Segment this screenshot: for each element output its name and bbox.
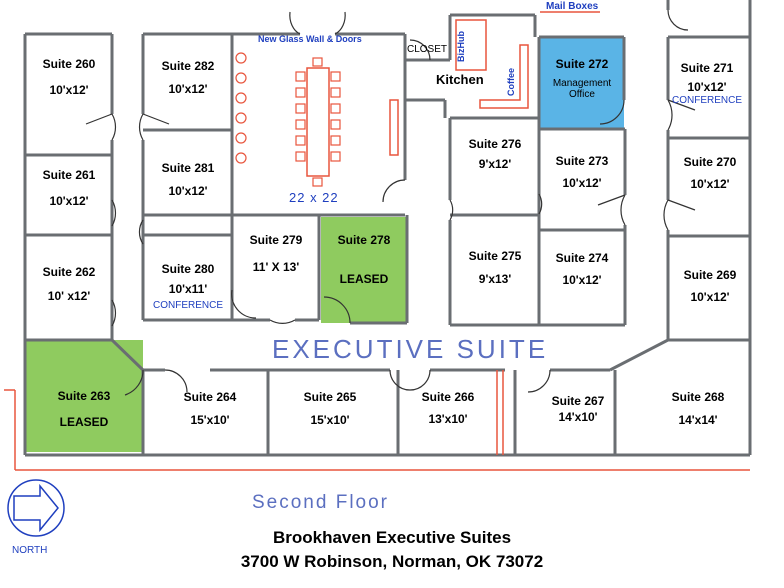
suite-274-name: Suite 274	[555, 251, 609, 265]
suite-268[interactable]: Suite 268 14'x14'	[648, 390, 748, 428]
suite-264[interactable]: Suite 264 15'x10'	[160, 390, 260, 428]
suite-276[interactable]: Suite 276 9'x12'	[452, 137, 538, 172]
suite-271-name: Suite 271	[680, 61, 734, 75]
suite-268-name: Suite 268	[671, 390, 725, 404]
suite-269-dim: 10'x12'	[690, 289, 730, 304]
north-label: NORTH	[12, 545, 48, 556]
suite-265[interactable]: Suite 265 15'x10'	[280, 390, 380, 428]
suite-280-note: CONFERENCE	[152, 299, 223, 311]
suite-272[interactable]: Suite 272 Management Office	[540, 57, 624, 101]
glass-wall-label: New Glass Wall & Doors	[258, 34, 362, 44]
suite-281-name: Suite 281	[161, 161, 215, 175]
suite-261[interactable]: Suite 261 10'x12'	[30, 168, 108, 209]
suite-282[interactable]: Suite 282 10'x12'	[146, 59, 230, 97]
suite-270[interactable]: Suite 270 10'x12'	[670, 155, 750, 192]
suite-262-dim: 10' x12'	[47, 288, 91, 303]
suite-272-note: Management Office	[552, 77, 612, 101]
building-name: Brookhaven Executive Suites	[272, 528, 512, 547]
suite-263-fill[interactable]	[25, 340, 143, 452]
conference-chairs	[235, 52, 341, 187]
bizhub-copier	[455, 19, 487, 71]
conference-table	[306, 67, 330, 177]
suite-271[interactable]: Suite 271 10'x12' CONFERENCE	[666, 61, 748, 106]
suite-269[interactable]: Suite 269 10'x12'	[670, 268, 750, 305]
suite-271-dim: 10'x12'	[687, 79, 727, 94]
suite-264-name: Suite 264	[183, 390, 237, 404]
suite-261-name: Suite 261	[42, 168, 96, 182]
suite-282-dim: 10'x12'	[168, 81, 208, 96]
suite-274[interactable]: Suite 274 10'x12'	[540, 251, 624, 288]
suite-260-name: Suite 260	[42, 57, 96, 71]
building-address: 3700 W Robinson, Norman, OK 73072	[240, 552, 544, 571]
suite-270-name: Suite 270	[683, 155, 737, 169]
suite-270-dim: 10'x12'	[690, 176, 730, 191]
suite-282-name: Suite 282	[161, 59, 215, 73]
floor-label: Second Floor	[252, 492, 390, 513]
suite-278-fill[interactable]	[321, 217, 407, 323]
suite-261-dim: 10'x12'	[49, 193, 89, 208]
suite-264-dim: 15'x10'	[190, 412, 230, 427]
suite-273[interactable]: Suite 273 10'x12'	[540, 154, 624, 191]
suite-275-name: Suite 275	[468, 249, 522, 263]
suite-275-dim: 9'x13'	[478, 271, 512, 286]
suite-276-dim: 9'x12'	[478, 156, 512, 171]
suite-266-name: Suite 266	[421, 390, 475, 404]
suite-265-name: Suite 265	[303, 390, 357, 404]
suite-266[interactable]: Suite 266 13'x10'	[400, 390, 496, 427]
suite-273-dim: 10'x12'	[562, 175, 602, 190]
suite-280[interactable]: Suite 280 10'x11' CONFERENCE	[146, 262, 230, 311]
closet-label: CLOSET	[407, 44, 448, 55]
kitchen-label: Kitchen	[436, 72, 484, 87]
suite-281[interactable]: Suite 281 10'x12'	[146, 161, 230, 199]
suite-265-dim: 15'x10'	[310, 412, 350, 427]
suite-262-name: Suite 262	[42, 265, 96, 279]
suite-272-name: Suite 272	[555, 57, 609, 71]
coffee-label: Coffee	[506, 67, 516, 96]
suite-274-dim: 10'x12'	[562, 272, 602, 287]
doors	[85, 9, 696, 396]
suite-267-name: Suite 267	[551, 394, 605, 408]
suite-260-dim: 10'x12'	[49, 82, 89, 97]
suite-260[interactable]: Suite 260 10'x12'	[30, 57, 108, 98]
suite-266-dim: 13'x10'	[428, 411, 468, 426]
north-arrow	[7, 479, 65, 537]
suite-272-fill[interactable]	[539, 37, 624, 129]
bizhub-label: BizHub	[456, 31, 466, 62]
conference-room-dim: 22 x 22	[289, 190, 339, 205]
suite-268-dim: 14'x14'	[678, 412, 718, 427]
suite-273-name: Suite 273	[555, 154, 609, 168]
suite-263-status: LEASED	[59, 414, 109, 429]
credenza	[389, 99, 399, 156]
suite-281-dim: 10'x12'	[168, 183, 208, 198]
mailboxes-label: Mail Boxes	[546, 1, 599, 12]
suite-276-name: Suite 276	[468, 137, 522, 151]
suite-262[interactable]: Suite 262 10' x12'	[30, 265, 108, 304]
suite-280-dim: 10'x11'	[168, 281, 208, 296]
suite-267[interactable]: Suite 267 14'x10'	[530, 394, 626, 425]
suite-279[interactable]: Suite 279 11' X 13'	[234, 233, 318, 275]
suite-279-name: Suite 279	[249, 233, 303, 247]
walls	[23, 0, 752, 457]
suite-279-dim: 11' X 13'	[252, 259, 300, 274]
suite-269-name: Suite 269	[683, 268, 737, 282]
suite-271-note: CONFERENCE	[671, 94, 742, 106]
suite-278-status: LEASED	[339, 271, 389, 286]
accents	[4, 11, 750, 471]
room-fills	[25, 37, 624, 452]
suite-263[interactable]: Suite 263 LEASED	[30, 389, 138, 430]
suite-275[interactable]: Suite 275 9'x13'	[452, 249, 538, 287]
suite-278[interactable]: Suite 278 LEASED	[322, 233, 406, 287]
suite-267-dim: 14'x10'	[558, 409, 598, 424]
suite-278-name: Suite 278	[337, 233, 391, 247]
corridor-label: EXECUTIVE SUITE	[272, 334, 549, 364]
suite-263-name: Suite 263	[57, 389, 111, 403]
suite-280-name: Suite 280	[161, 262, 215, 276]
